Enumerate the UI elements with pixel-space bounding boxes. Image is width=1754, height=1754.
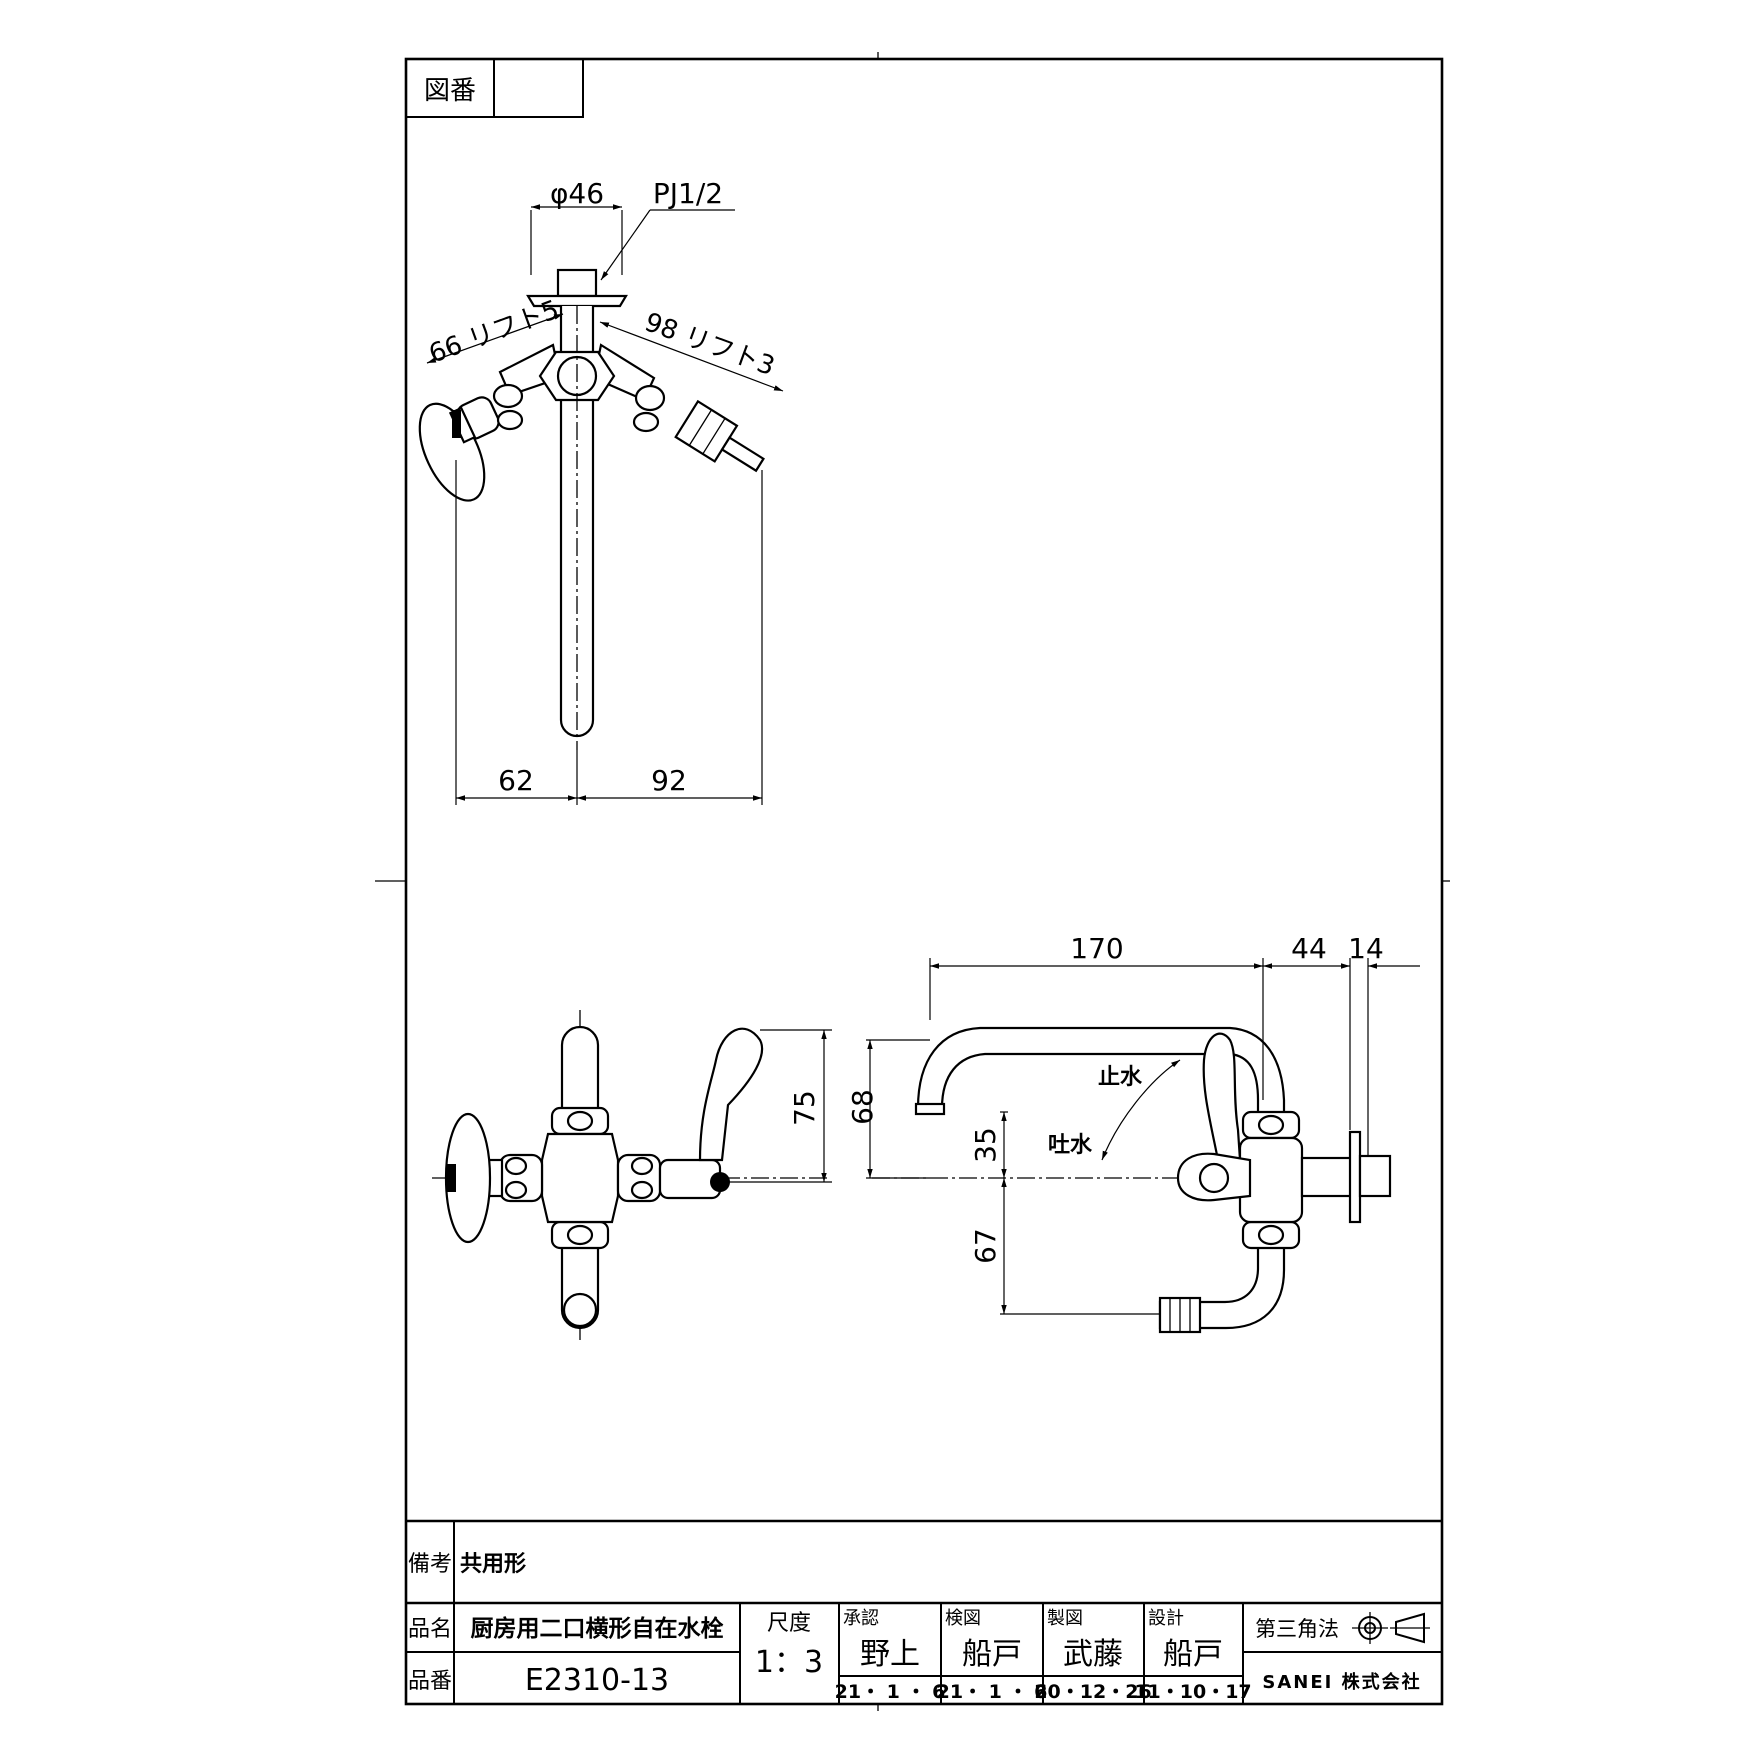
approved-label: 承認 (843, 1608, 879, 1629)
dim-right-text: 92 (651, 764, 687, 797)
checked-label: 検図 (945, 1608, 981, 1629)
dim-75-text: 75 (788, 1090, 821, 1126)
drafted-label: 製図 (1047, 1608, 1083, 1629)
label-discharge: 吐水 (1048, 1133, 1093, 1158)
dim-diameter-text: φ46 (550, 177, 604, 210)
dim-35-text: 35 (969, 1127, 1002, 1163)
design-name: 船戸 (1163, 1637, 1223, 1672)
drafted-date: 20・12・26 (1034, 1681, 1151, 1703)
drawing-number-box: 図番 (405, 58, 584, 118)
design-date: 11・10・17 (1134, 1681, 1251, 1703)
product-number-label: 品番 (408, 1669, 452, 1694)
sheet-frame (375, 52, 1450, 1711)
checked-name: 船戸 (962, 1637, 1022, 1672)
remarks-label: 備考 (408, 1552, 452, 1577)
title-block: 備考 共用形 品名 厨房用二口横形自在水栓 品番 E2310-13 尺度 1：3… (406, 1519, 1442, 1704)
front-view: 75 (432, 1010, 832, 1340)
company-name: SANEI 株式会社 (1262, 1671, 1421, 1693)
checked-date: 21・ 1 ・ 6 (937, 1681, 1048, 1703)
side-view: 止水 吐水 170 44 14 68 35 67 (846, 932, 1420, 1334)
dim-thread-text: PJ1/2 (653, 177, 723, 210)
dim-44-text: 44 (1291, 932, 1327, 965)
scale-label: 尺度 (767, 1611, 811, 1636)
scale-value: 1：3 (755, 1645, 823, 1680)
dim-14-text: 14 (1348, 932, 1384, 965)
design-label: 設計 (1148, 1608, 1184, 1629)
approved-date: 21・ 1 ・ 6 (835, 1681, 946, 1703)
dim-width-text: 170 (1070, 932, 1123, 965)
third-angle-projection-icon (1352, 1612, 1430, 1644)
drawing-number-label: 図番 (424, 76, 476, 106)
projection-label: 第三角法 (1255, 1617, 1339, 1641)
top-view: φ46 PJ1/2 (418, 177, 784, 805)
drafted-name: 武藤 (1063, 1637, 1123, 1672)
label-stop: 止水 (1098, 1065, 1143, 1090)
product-number-value: E2310-13 (525, 1663, 669, 1698)
product-name-value: 厨房用二口横形自在水栓 (471, 1615, 724, 1642)
dim-68-text: 68 (846, 1089, 879, 1125)
dim-67-text: 67 (969, 1228, 1002, 1264)
product-name-label: 品名 (408, 1617, 452, 1642)
dim-left-text: 62 (498, 764, 534, 797)
approved-name: 野上 (860, 1637, 920, 1672)
remarks-value: 共用形 (460, 1552, 526, 1577)
